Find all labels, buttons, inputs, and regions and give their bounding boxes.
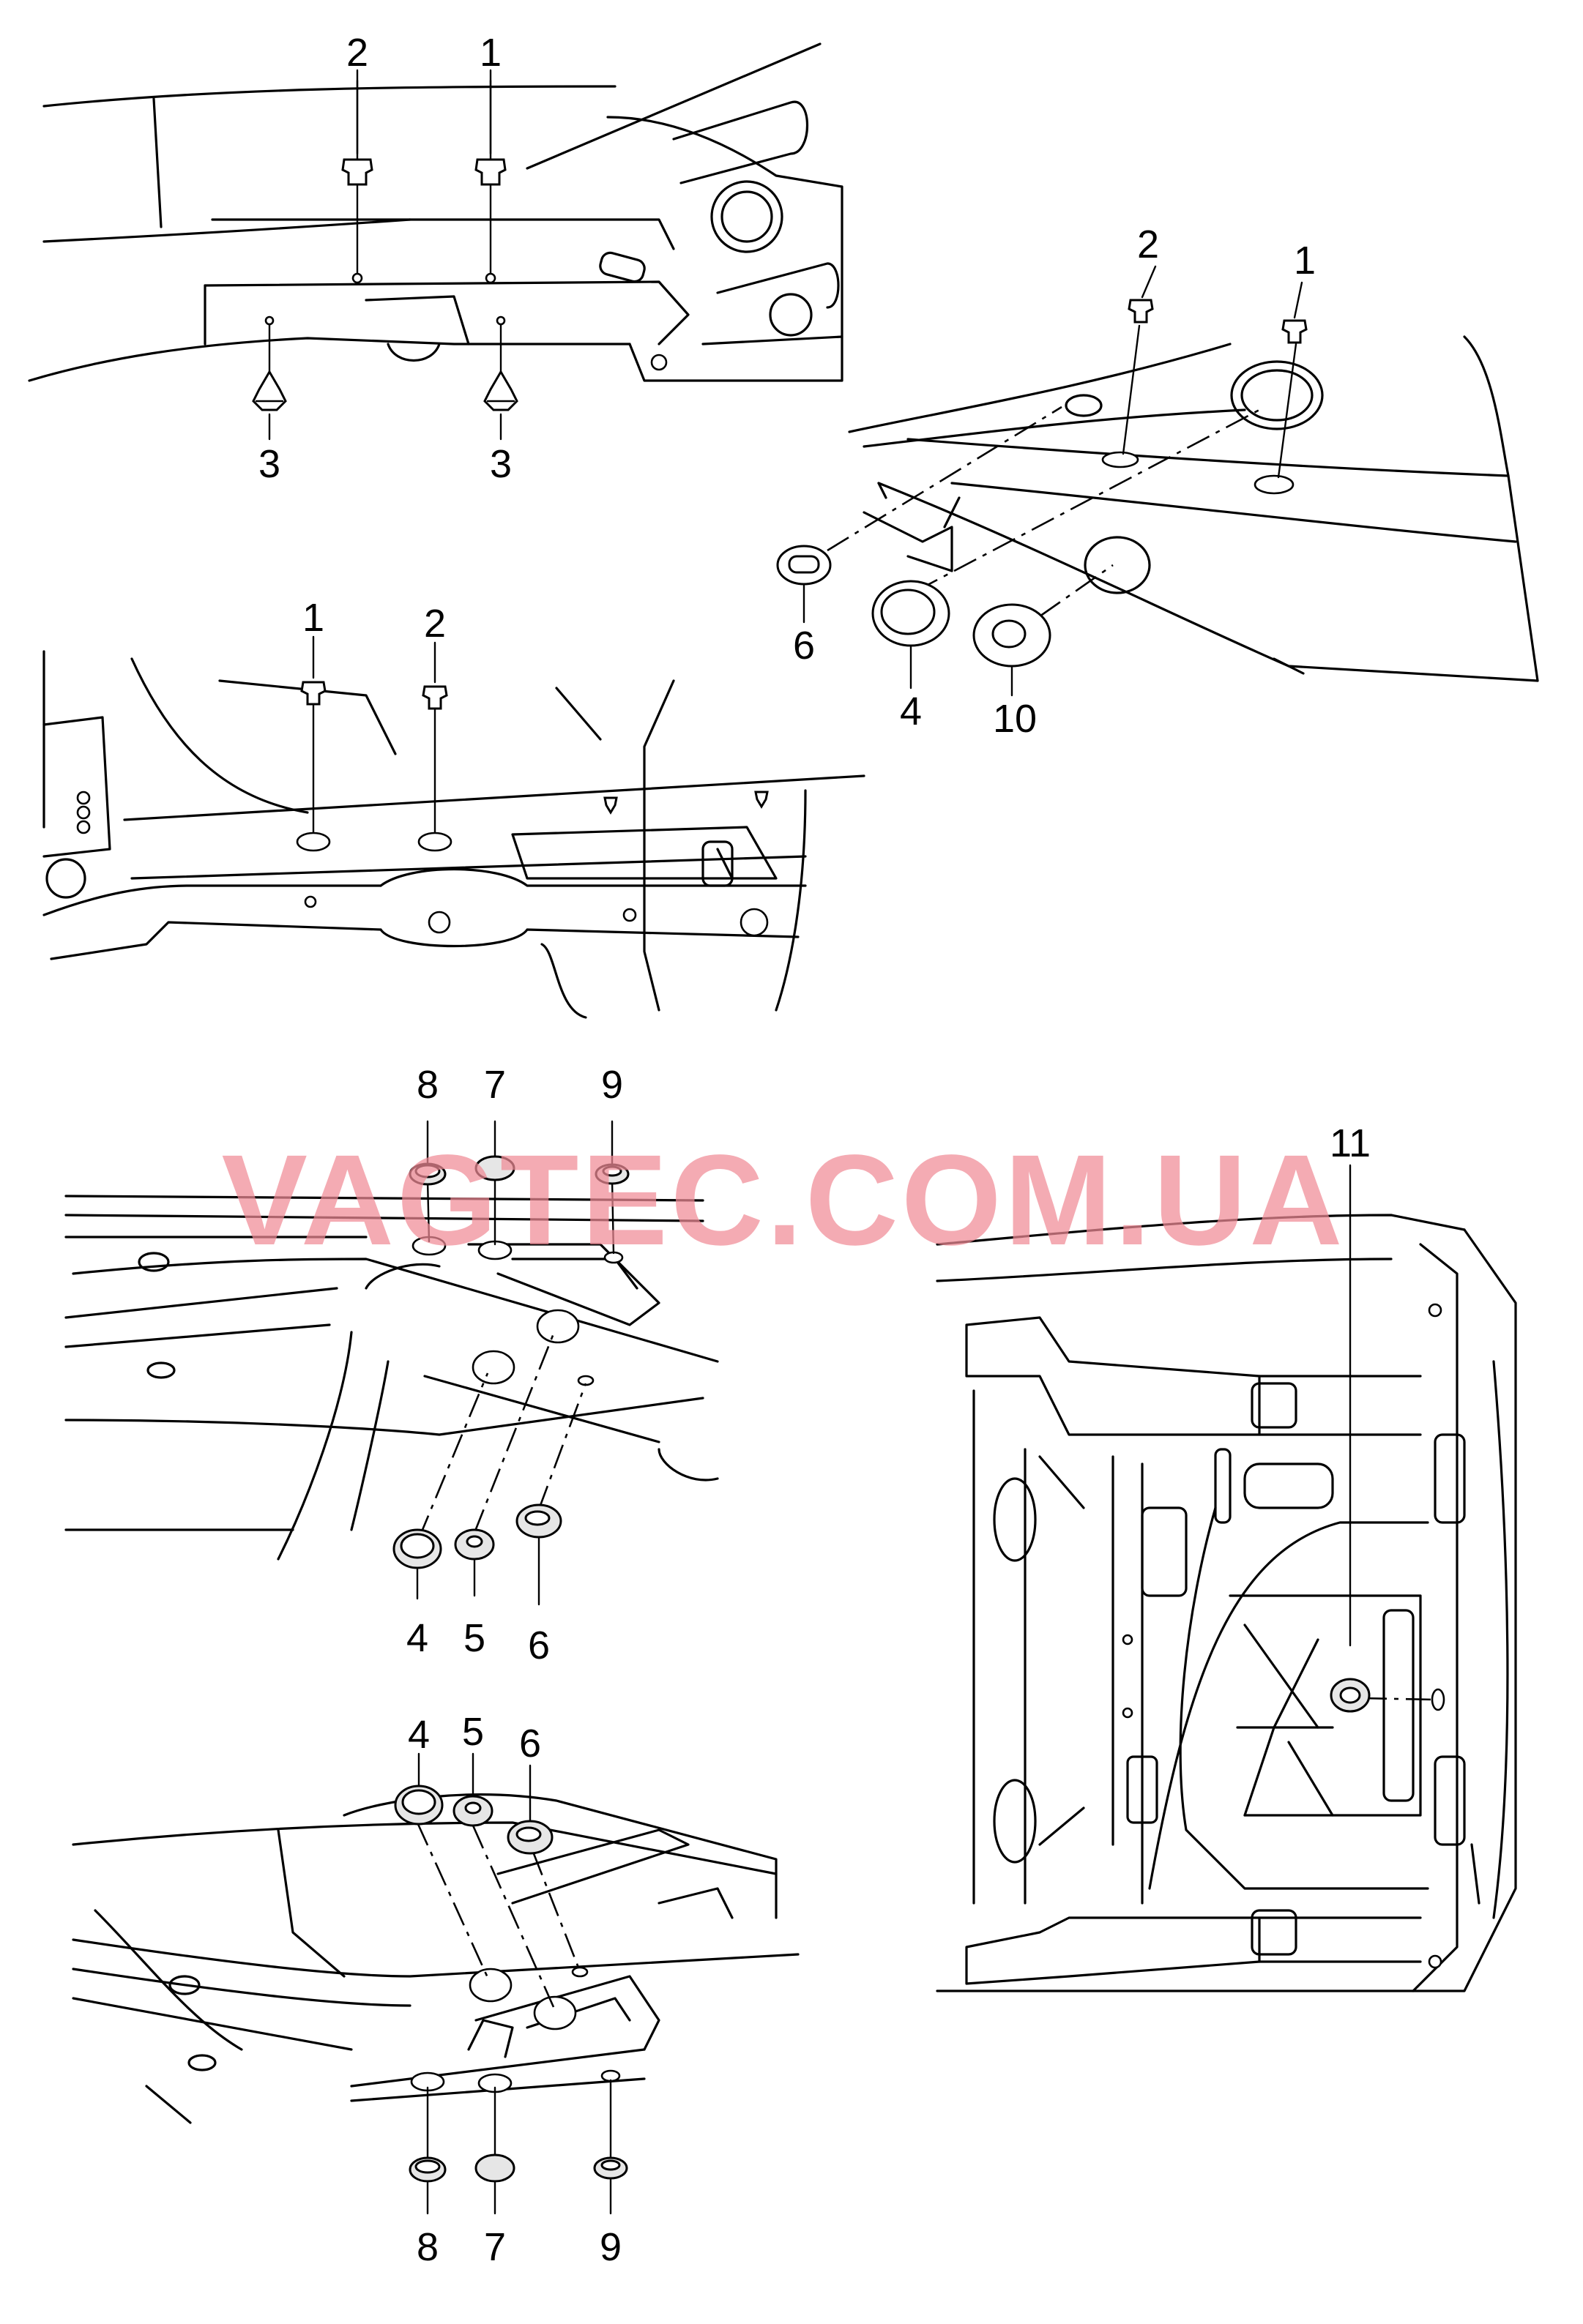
clip-nut-1-c (300, 681, 327, 706)
grommet-8-d (409, 1162, 447, 1186)
callout-c-2: 2 (424, 602, 446, 646)
watermark-text: VAGTEC.COM.UA (222, 1129, 1346, 1272)
clip-nut-1 (474, 158, 507, 186)
panel-d-body-section (64, 1195, 719, 1561)
panel-f-body-section (936, 1214, 1517, 1992)
callout-d-6: 6 (528, 1624, 550, 1667)
grommet-8-e (409, 2156, 447, 2183)
panel-e-body-section (72, 1793, 800, 2124)
clip-nut-2-c (422, 685, 448, 710)
grommet-4-d (392, 1528, 442, 1569)
callout-d-5: 5 (463, 1616, 485, 1660)
callout-b-2: 2 (1137, 223, 1159, 266)
callout-e-8: 8 (417, 2225, 439, 2269)
grommet-6-b (776, 545, 832, 586)
grommet-5-d (454, 1528, 495, 1561)
grommet-4-b (871, 580, 950, 647)
panel-d-parts (392, 1120, 630, 1606)
expansion-rivet-3a (252, 370, 287, 411)
panel-b-parts (776, 265, 1308, 697)
callout-e-4: 4 (408, 1713, 430, 1757)
callout-a-3a: 3 (258, 442, 280, 486)
callout-b-4: 4 (900, 690, 922, 733)
callout-a-3b: 3 (490, 442, 512, 486)
callout-d-8: 8 (417, 1063, 439, 1107)
callout-a-1: 1 (480, 31, 502, 75)
panel-a-body-section (28, 42, 843, 382)
grommet-11-f (1330, 1678, 1371, 1713)
panel-c-parts (296, 635, 769, 852)
clip-nut-2 (341, 158, 373, 186)
panel-c-body-section (42, 650, 865, 1019)
expansion-rivet-3b (483, 370, 518, 411)
panel-a-parts (252, 69, 518, 441)
grommet-9-e (593, 2156, 628, 2180)
grommet-10-b (972, 603, 1051, 668)
grommet-4-e (394, 1785, 444, 1826)
clip-nut-1-b (1281, 319, 1308, 344)
panel-b-body-section (848, 335, 1539, 682)
callout-e-7: 7 (484, 2225, 506, 2269)
grommet-6-e (507, 1820, 554, 1855)
callout-e-6: 6 (519, 1722, 541, 1766)
callout-d-4: 4 (406, 1616, 428, 1660)
panel-f-parts (1330, 1164, 1436, 1713)
plug-7-e (474, 2153, 515, 2183)
callout-d-9: 9 (601, 1063, 623, 1107)
callout-f-11: 11 (1330, 1121, 1371, 1165)
callout-b-10: 10 (993, 697, 1037, 741)
callout-a-2: 2 (346, 31, 368, 75)
grommet-5-e (452, 1795, 493, 1827)
callout-b-6: 6 (793, 624, 815, 668)
callout-b-1: 1 (1294, 239, 1316, 283)
clip-nut-2-b (1128, 299, 1154, 324)
grommet-6-d (515, 1503, 562, 1539)
callout-e-9: 9 (600, 2225, 622, 2269)
callout-c-1: 1 (302, 596, 324, 640)
callout-d-7: 7 (484, 1063, 506, 1107)
panel-e-parts (394, 1752, 628, 2215)
callout-e-5: 5 (462, 1710, 484, 1754)
